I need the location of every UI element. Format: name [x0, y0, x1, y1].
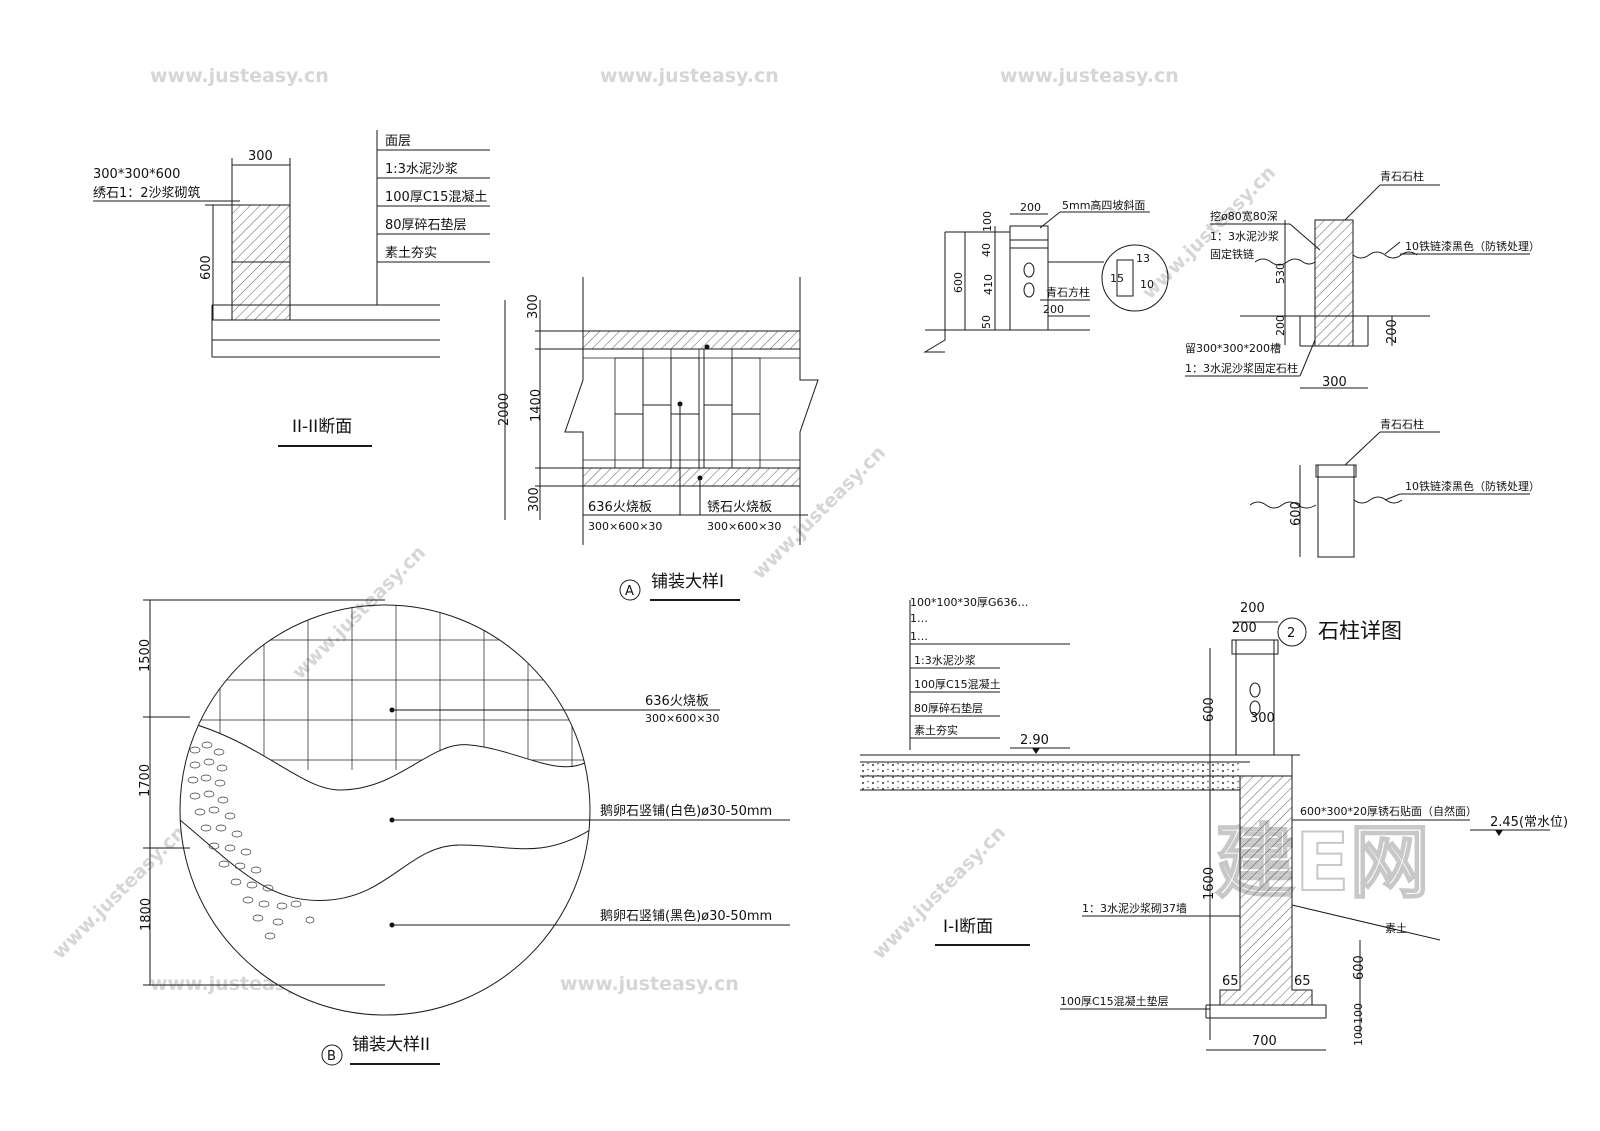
layer-label: 面层: [385, 134, 411, 149]
section-title: I-I断面: [943, 917, 993, 937]
detail-marker: A: [625, 584, 634, 599]
detail-marker: 2: [1287, 626, 1295, 641]
material-label: 636火烧板: [588, 500, 652, 515]
layer-label: 80厚碎石垫层: [914, 701, 983, 715]
dimension: 40: [980, 243, 993, 257]
callout-label: 10铁链漆黑色（防锈处理）: [1405, 239, 1540, 253]
watermark-text: www.justeasy.cn: [150, 65, 329, 87]
dimension: 1600: [1202, 867, 1217, 900]
callout-label: 1：3水泥沙浆砌37墙: [1082, 901, 1187, 915]
callout-label: 10铁链漆黑色（防锈处理）: [1405, 479, 1540, 493]
dimension: 50: [980, 315, 993, 329]
material-label: 鹅卵石竖铺(黑色)ø30-50mm: [600, 908, 772, 924]
layer-label: 素土夯实: [385, 246, 437, 261]
note-line: 1…: [910, 612, 928, 625]
callout-label: 5mm高四坡斜面: [1062, 198, 1145, 212]
watermark-text: www.justeasy.cn: [868, 822, 1010, 964]
callout-label: 留300*300*200槽: [1185, 342, 1281, 355]
dimension: 200: [1020, 201, 1041, 214]
dimension: 300: [526, 294, 541, 319]
dimension: 100: [1352, 1003, 1365, 1024]
stone-block-upper: [231, 204, 291, 263]
slope-label: 素土: [1385, 922, 1407, 935]
dimension: 300: [1322, 375, 1347, 390]
callout-label: 挖ø80宽80深: [1210, 209, 1278, 223]
water-level: 2.45(常水位): [1490, 815, 1568, 830]
section-title: II-II断面: [292, 417, 352, 437]
detail-marker: B: [327, 1049, 336, 1064]
dimension: 100: [1352, 1025, 1365, 1046]
paving-detail-2: 1500 1700 1800 636火烧板 300×600×30 鹅卵石竖铺(白…: [138, 599, 790, 1066]
layer-label: 100厚C15混凝土: [914, 677, 1001, 691]
material-label: 鹅卵石竖铺(白色)ø30-50mm: [600, 803, 772, 819]
callout-label: 固定铁链: [1210, 247, 1254, 261]
section-2-2: 300 600 300*300*600 绣石1：2沙浆砌筑 面层 1:3水泥沙浆…: [93, 130, 490, 447]
material-size: 300×600×30: [645, 712, 719, 725]
note-line: 1…: [910, 630, 928, 643]
note-line: 100*100*30厚G636…: [910, 596, 1029, 609]
stone-post-section: [1314, 219, 1354, 347]
dimension: 10: [1140, 278, 1154, 291]
dimension: 15: [1110, 272, 1124, 285]
callout-label: 1：3水泥沙浆: [1210, 229, 1279, 243]
dimension-width: 300: [248, 149, 273, 164]
detail-title: 石柱详图: [1318, 619, 1402, 643]
detail-title: 铺装大样I: [651, 572, 724, 592]
callout-label: 100厚C15混凝土垫层: [1060, 994, 1169, 1008]
level-value: 2.90: [1020, 733, 1049, 748]
spec-mortar: 绣石1：2沙浆砌筑: [93, 185, 201, 201]
layer-label: 素土夯实: [914, 723, 958, 737]
dimension: 200: [1274, 315, 1287, 336]
layer-label: 1:3水泥沙浆: [385, 162, 458, 177]
dimension: 200: [1043, 303, 1064, 316]
layer-label: 1:3水泥沙浆: [914, 653, 976, 667]
callout-label: 青石石柱: [1380, 169, 1424, 183]
section-1-1: 200 200 600 300 1600 65 65 600 100 100 7…: [860, 596, 1568, 1051]
stone-post-elevation: [1317, 464, 1355, 558]
stone-column-detail: 200 100 40 410 50 600 5mm高四坡斜面 青石方柱 200 …: [923, 169, 1540, 647]
detail-title: 铺装大样II: [352, 1035, 430, 1055]
stone-block-lower: [231, 261, 291, 321]
dimension: 300: [527, 487, 542, 512]
dimension: 200: [1232, 621, 1257, 636]
layer-label: 100厚C15混凝土: [385, 189, 487, 205]
material-label: 锈石火烧板: [707, 500, 772, 515]
dimension: 530: [1274, 263, 1287, 284]
dimension: 1700: [138, 764, 153, 797]
material-size: 300×600×30: [588, 520, 662, 533]
dimension: 600: [1352, 955, 1367, 980]
spec-size: 300*300*600: [93, 167, 180, 182]
callout-label: 600*300*20厚锈石贴面（自然面）: [1300, 804, 1477, 818]
dimension: 65: [1294, 974, 1311, 989]
watermark-text: www.justeasy.cn: [600, 65, 779, 87]
paving-circle-outline: [179, 604, 591, 1016]
dimension: 300: [1250, 711, 1275, 726]
dimension: 1800: [139, 898, 154, 931]
dimension-height: 600: [199, 255, 214, 280]
watermark-text: www.justeasy.cn: [1000, 65, 1179, 87]
material-size: 300×600×30: [707, 520, 781, 533]
callout-label: 1：3水泥沙浆固定石柱: [1185, 361, 1298, 375]
dimension: 100: [981, 211, 994, 232]
dimension: 2000: [497, 393, 512, 426]
dimension: 410: [982, 274, 995, 295]
dimension: 600: [1289, 501, 1304, 526]
dimension: 1500: [138, 639, 153, 672]
dimension: 1400: [529, 389, 544, 422]
dimension: 600: [1202, 697, 1217, 722]
paving-detail-1: 300 2000 1400 300 636火烧板 300×600×30 锈石火烧…: [497, 277, 819, 601]
callout-label: 青石方柱: [1046, 285, 1090, 299]
dimension: 200: [1385, 319, 1400, 344]
dimension: 600: [952, 272, 965, 293]
layer-label: 80厚碎石垫层: [385, 217, 467, 233]
watermark-text: www.justeasy.cn: [48, 822, 190, 964]
material-label: 636火烧板: [645, 694, 709, 709]
callout-label: 青石石柱: [1380, 417, 1424, 431]
dimension: 700: [1252, 1034, 1277, 1049]
dimension: 13: [1136, 252, 1150, 265]
dimension: 65: [1222, 974, 1239, 989]
watermark-text: www.justeasy.cn: [560, 973, 739, 995]
dimension: 200: [1240, 601, 1265, 616]
